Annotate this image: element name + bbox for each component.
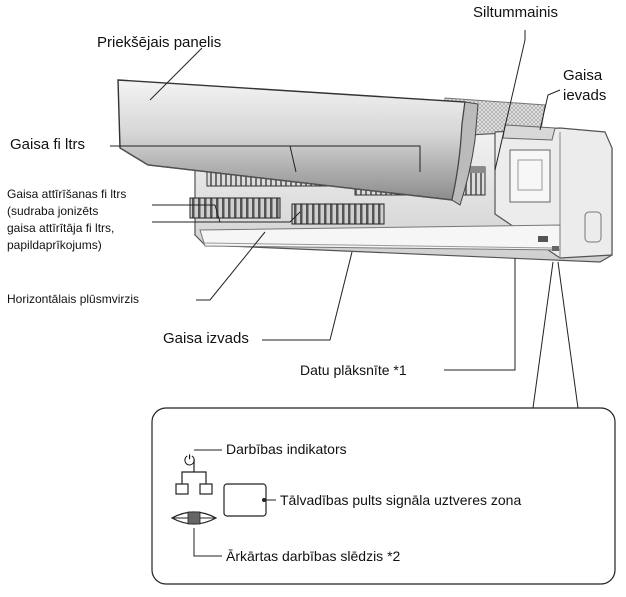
remote-receiver-label: Tālvadības pults signāla uztveres zona (280, 492, 522, 508)
purifying-filter-line: Gaisa attīrīšanas fi ltrs (7, 187, 127, 201)
emergency-switch-label: Ārkārtas darbības slēdzis *2 (226, 548, 401, 564)
heat-exchanger-label: Siltummainis (473, 4, 559, 21)
purifying-filter-line: gaisa attīrītāja fi ltrs, (7, 221, 115, 235)
purifying-filter-line: papildaprīkojums) (7, 238, 102, 252)
air-inlet-label-line2: ievads (563, 87, 607, 104)
data-plate-label: Datu plāksnīte *1 (300, 362, 407, 378)
leader-lines (110, 30, 579, 409)
front-panel-label: Priekšējais panelis (97, 34, 222, 51)
air-outlet-label: Gaisa izvads (163, 330, 249, 347)
inset-box-art (151, 407, 616, 585)
power-icon: ⏻ (184, 452, 196, 468)
front-panel-art (117, 79, 479, 206)
purifying-filter-art (189, 197, 385, 225)
air-inlet-label-line1: Gaisa (563, 67, 603, 84)
horizontal-louver-label: Horizontālais plūsmvirzis (7, 292, 140, 306)
operation-indicator-label: Darbības indikators (226, 441, 347, 457)
purifying-filter-line: (sudraba jonizēts (7, 204, 99, 218)
purifying-filter-label: Gaisa attīrīšanas fi ltrs (sudraba joniz… (7, 186, 126, 254)
air-filter-label: Gaisa fi ltrs (10, 136, 86, 153)
